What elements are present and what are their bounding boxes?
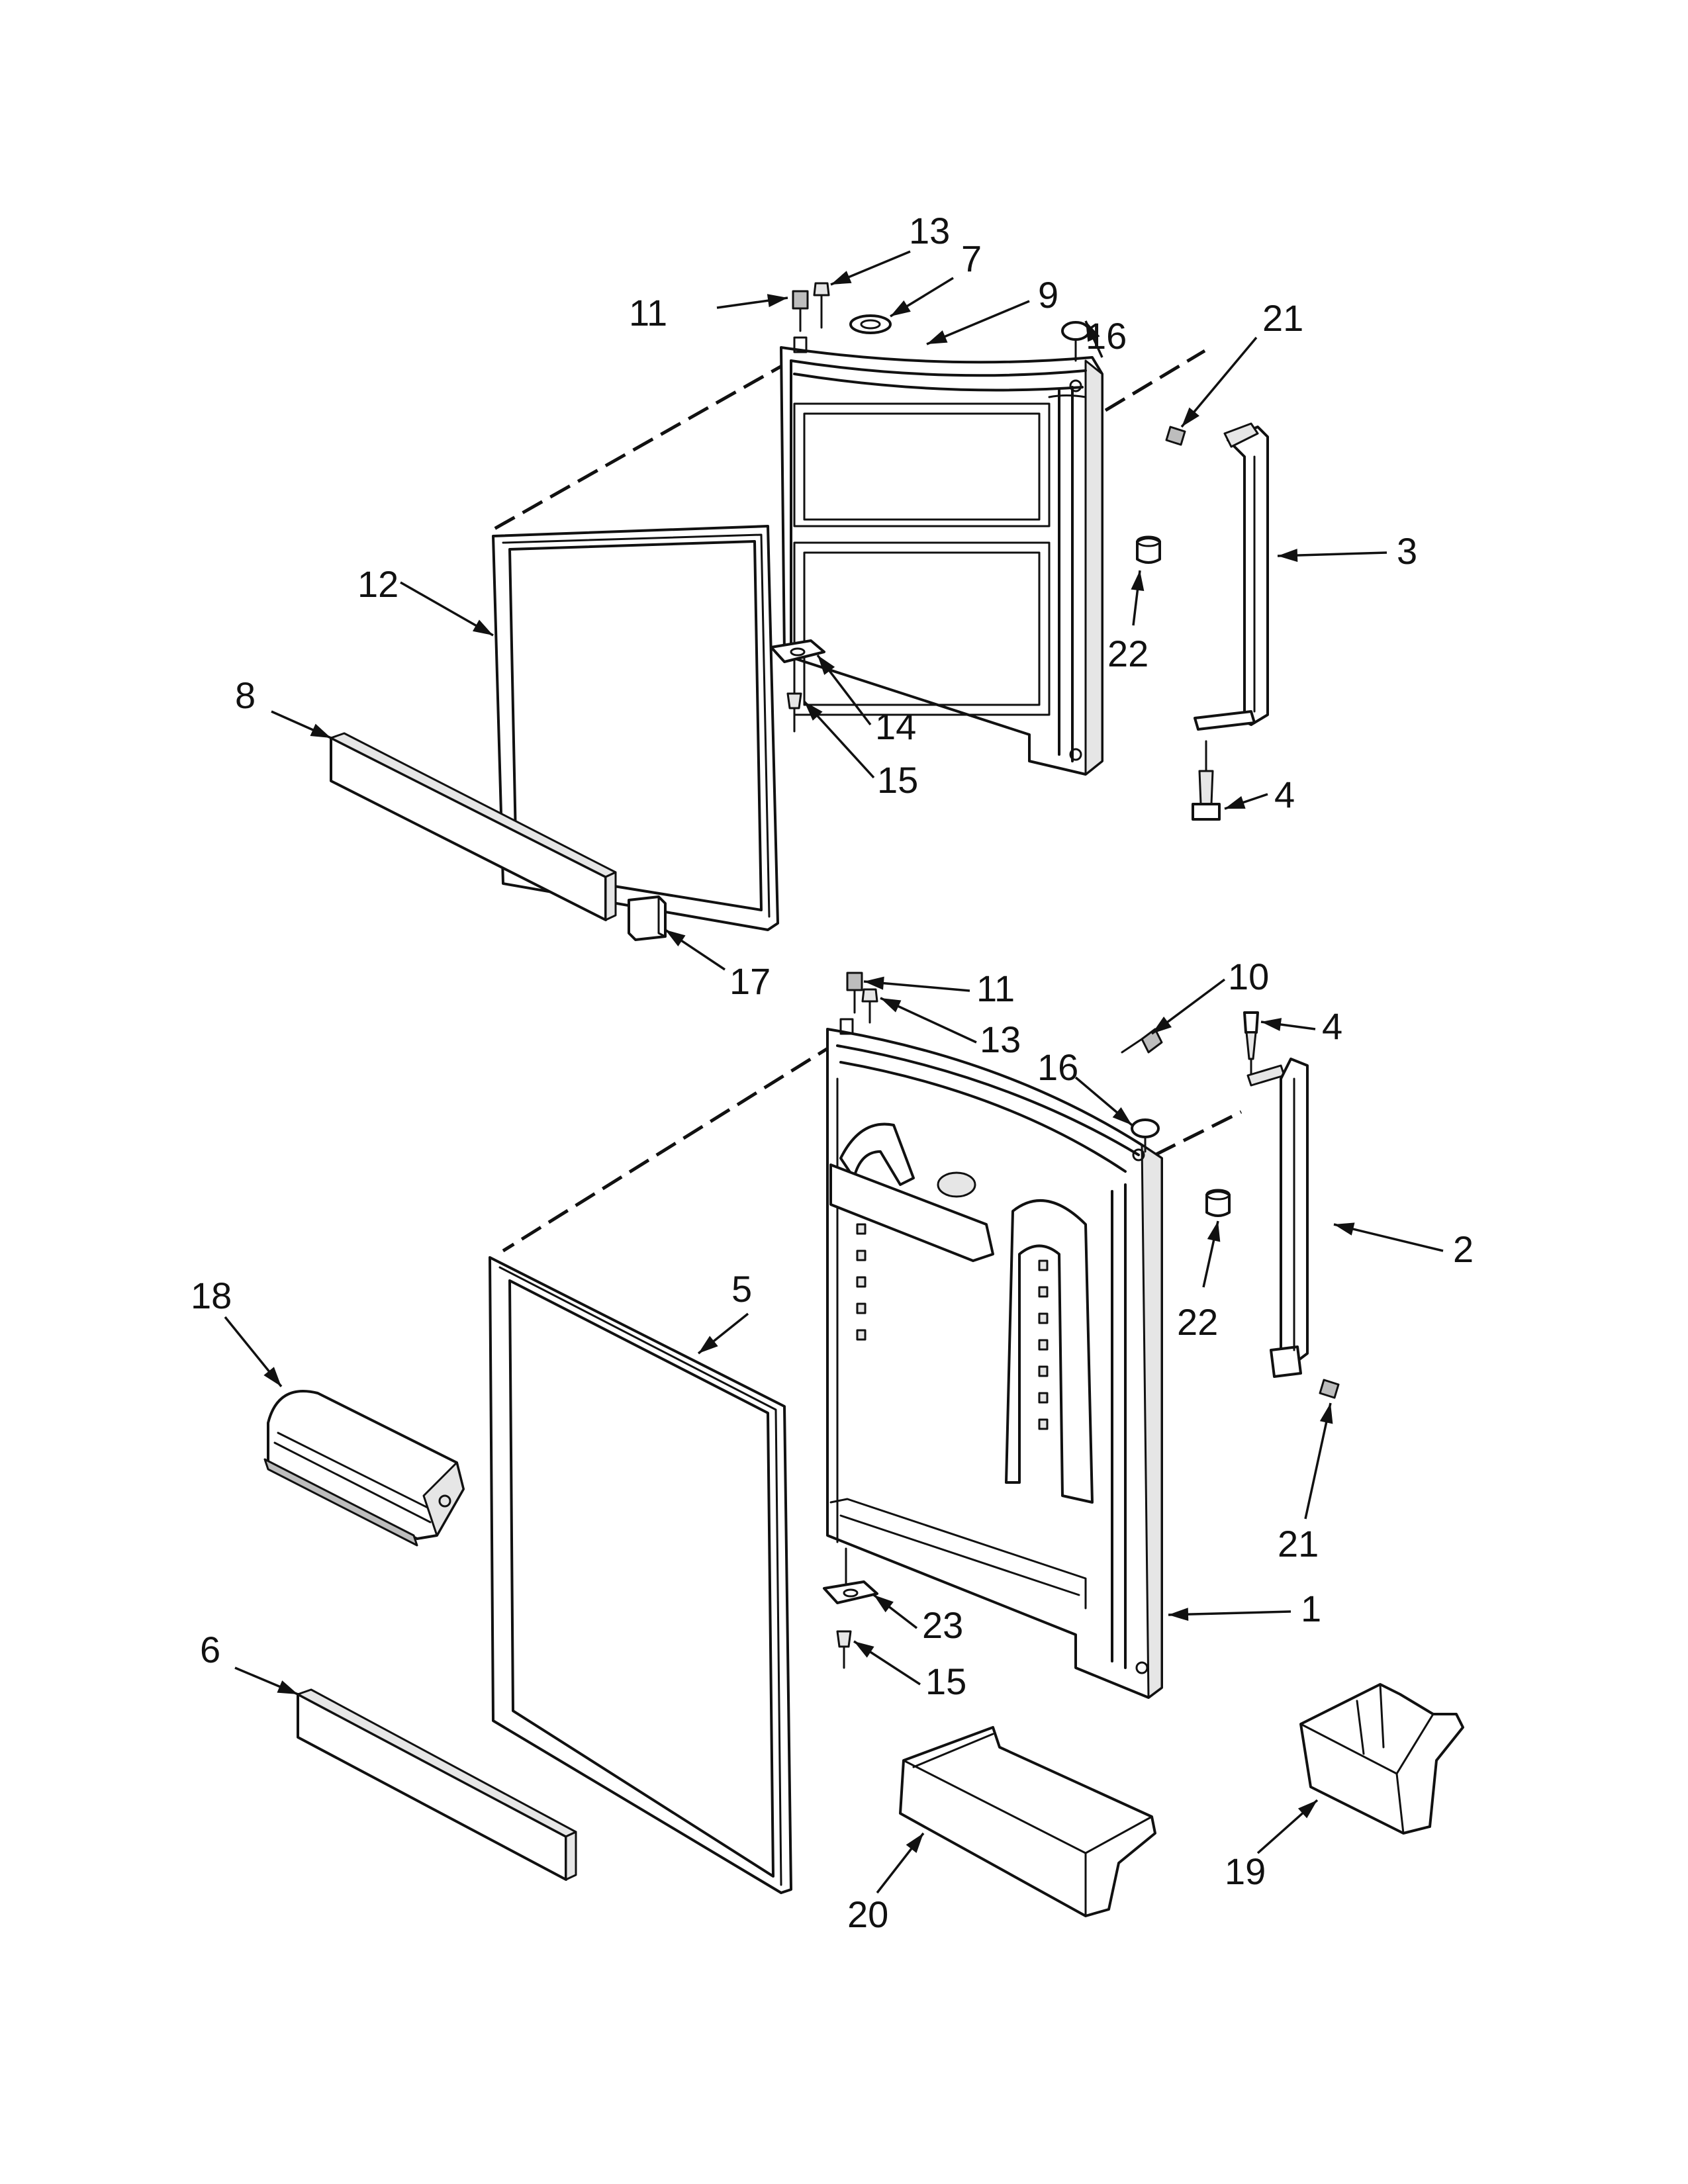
leader-arrowhead: [880, 998, 902, 1013]
callout-11-top: 11: [629, 292, 667, 334]
callout-3-top: 3: [1397, 530, 1417, 572]
leader-arrowhead: [854, 1641, 874, 1658]
part-21-screw-bottom: [1319, 1379, 1340, 1399]
leader-arrowhead: [1086, 321, 1100, 342]
part-23-hinge: [823, 1547, 878, 1604]
leader-arrowhead: [1207, 1221, 1221, 1242]
part-15-screw-bottom: [836, 1630, 852, 1669]
callout-4-bottom: 4: [1322, 1005, 1342, 1047]
callout-16-top: 16: [1086, 315, 1127, 357]
callout-6-bottom: 6: [200, 1629, 220, 1670]
leader-arrowhead: [874, 1595, 894, 1613]
part-10-screw: [1121, 1028, 1163, 1054]
callout-18-bottom: 18: [191, 1275, 232, 1316]
callout-labels: 13 7 11 9 16 21 3 22 12 8 14 15 4 17 11 …: [191, 210, 1474, 1935]
part-5-fresh-food-gasket: [489, 1256, 792, 1894]
part-6-trim-bottom: [297, 1688, 577, 1881]
part-4-screw-bottom: [1243, 1011, 1259, 1077]
part-20-door-bin: [899, 1726, 1156, 1917]
part-21-screw-top: [1165, 426, 1186, 446]
part-16-cap-top: [1061, 321, 1090, 362]
part-4-screw-top: [1192, 740, 1221, 821]
leader-arrowhead: [263, 1367, 281, 1387]
alignment-lines-bottom: [502, 1040, 1243, 1253]
part-14-hinge: [770, 617, 825, 663]
callout-5-bottom: 5: [731, 1268, 752, 1310]
leader-arrowhead: [1168, 1608, 1189, 1621]
callout-13-top: 13: [909, 210, 950, 251]
part-11-bushing-top: [792, 290, 809, 332]
leader-arrowhead: [804, 702, 823, 721]
door-shelf-pegs: [856, 1223, 1049, 1430]
leader-arrowhead: [1319, 1403, 1333, 1424]
callout-10-bottom: 10: [1228, 956, 1269, 997]
callout-8-top: 8: [235, 674, 256, 716]
leader-arrowhead: [864, 976, 884, 990]
leader-arrowhead: [1334, 1222, 1355, 1236]
leader-lines: [224, 250, 1444, 1894]
part-13-screw-bottom: [861, 988, 878, 1024]
part-19-door-bin: [1299, 1683, 1464, 1835]
part-15-screw-top: [786, 692, 802, 733]
part-2-fresh-food-handle: [1246, 1058, 1309, 1378]
leader-arrowhead: [906, 1833, 923, 1853]
part-18-dairy-door: [263, 1390, 465, 1547]
part-11-bushing-bottom: [846, 972, 863, 1014]
leader-arrowhead: [1297, 1800, 1317, 1819]
part-22-bushing-bottom: [1205, 1189, 1231, 1217]
callout-11-bottom: 11: [976, 968, 1015, 1009]
leader-arrowhead: [1182, 407, 1199, 427]
leader-arrowhead: [698, 1336, 718, 1353]
callout-23-bottom: 23: [922, 1604, 963, 1646]
leader-line: [1168, 1610, 1291, 1616]
part-16-cap-bottom: [1131, 1118, 1160, 1153]
leader-arrowhead: [665, 930, 686, 946]
callout-16-bottom: 16: [1037, 1046, 1078, 1088]
part-22-bushing-top: [1136, 535, 1161, 564]
leader-arrowhead: [310, 723, 331, 738]
callout-20-bottom: 20: [847, 1893, 888, 1935]
alignment-lines-top: [492, 349, 1206, 531]
callout-15-top: 15: [877, 759, 918, 801]
leader-arrowhead: [927, 330, 948, 344]
leader-arrowhead: [818, 655, 835, 675]
part-3-freezer-handle: [1194, 422, 1269, 731]
leader-arrowhead: [472, 619, 493, 635]
part-8-trim-top: [330, 732, 617, 921]
callout-2-bottom: 2: [1453, 1228, 1474, 1270]
part-9-freezer-door: [780, 336, 1103, 776]
callout-21-top: 21: [1262, 297, 1303, 339]
leader-arrowhead: [890, 300, 911, 316]
callout-22-bottom: 22: [1177, 1301, 1218, 1343]
callout-21-bottom: 21: [1278, 1523, 1319, 1565]
leader-arrowhead: [1131, 570, 1145, 591]
callout-13-bottom: 13: [980, 1019, 1021, 1060]
callout-14-top: 14: [875, 705, 916, 747]
callout-9-top: 9: [1038, 274, 1058, 316]
leader-arrowhead: [1112, 1107, 1132, 1125]
leader-arrowhead: [1278, 549, 1298, 563]
part-17-end-cap: [628, 895, 667, 941]
leader-arrowhead: [767, 294, 788, 308]
callout-17-top: 17: [729, 960, 771, 1002]
leader-arrowhead: [1152, 1017, 1172, 1034]
callout-1-bottom: 1: [1301, 1588, 1321, 1629]
leader-arrowhead: [1225, 796, 1246, 809]
callout-7-top: 7: [961, 238, 982, 279]
leader-arrowhead: [831, 271, 852, 285]
callout-22-top: 22: [1107, 633, 1149, 674]
callout-15-bottom: 15: [925, 1661, 966, 1702]
part-7-stop: [849, 314, 892, 334]
part-1-fresh-food-door: [826, 1018, 1163, 1699]
leader-arrowhead: [1261, 1018, 1282, 1031]
part-13-screw-top: [813, 282, 830, 329]
callout-12-top: 12: [357, 563, 399, 605]
callout-4-top: 4: [1274, 774, 1295, 815]
callout-19-bottom: 19: [1225, 1850, 1266, 1892]
leader-arrowhead: [277, 1680, 298, 1694]
